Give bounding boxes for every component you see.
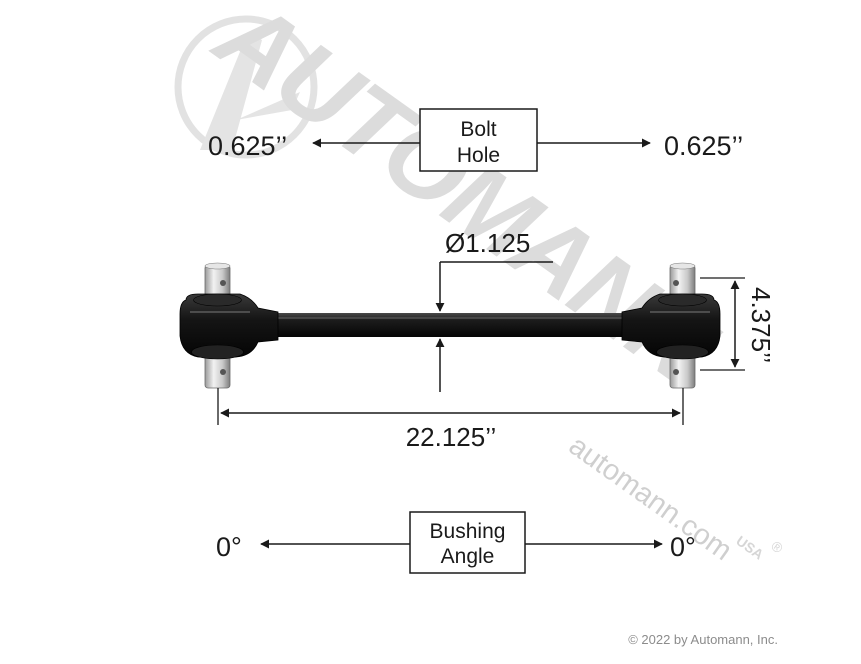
watermark-url-text: automann.com: [563, 430, 738, 567]
diameter-callout: Ø1.125: [435, 228, 553, 392]
watermark-registered-mark: ®: [768, 537, 786, 556]
right-pin-bottom-hole: [673, 369, 679, 375]
bushing-angle-label-box: [409, 511, 526, 574]
length-value: 22.125’’: [406, 422, 497, 452]
right-end-collar-top: [658, 293, 707, 307]
bushing-angle-section: 0° Bushing Angle 0°: [216, 511, 696, 574]
diameter-value: Ø1.125: [445, 228, 530, 258]
bushing-angle-right-value: 0°: [670, 532, 696, 562]
bushing-angle-label-line2: Angle: [441, 545, 495, 568]
copyright-notice: © 2022 by Automann, Inc.: [628, 632, 778, 647]
bushing-angle-left-value: 0°: [216, 532, 242, 562]
left-pin-bottom-hole: [220, 369, 226, 375]
bolt-hole-label-line1: Bolt: [460, 118, 496, 141]
arm-tube: [262, 313, 638, 337]
torque-arm-image: [179, 262, 721, 389]
right-end-housing: [621, 293, 721, 358]
left-end-collar-top: [193, 293, 242, 307]
left-pin-top-cap: [204, 262, 231, 270]
bolt-hole-label-box: [419, 108, 538, 172]
bolt-hole-left-value: 0.625’’: [208, 131, 287, 161]
bolt-hole-label-line2: Hole: [457, 144, 500, 167]
left-pin-top-hole: [220, 280, 226, 286]
length-dimension: 22.125’’: [217, 388, 684, 452]
right-end-collar-bottom: [656, 344, 709, 360]
watermark-logo-swoosh: [200, 32, 300, 150]
watermark-suffix-text: USA: [733, 532, 766, 562]
bolt-hole-section: 0.625’’ Bolt Hole 0.625’’: [208, 108, 743, 172]
left-end-housing: [179, 293, 279, 358]
height-value: 4.375’’: [746, 287, 776, 363]
right-pin-top-cap: [669, 262, 696, 270]
right-pin-top-hole: [673, 280, 679, 286]
watermark-logo-circle: [174, 15, 318, 159]
height-dimension: 4.375’’: [700, 277, 776, 371]
bushing-angle-label-line1: Bushing: [430, 520, 506, 543]
left-end-collar-bottom: [191, 344, 244, 360]
bolt-hole-right-value: 0.625’’: [664, 131, 743, 161]
